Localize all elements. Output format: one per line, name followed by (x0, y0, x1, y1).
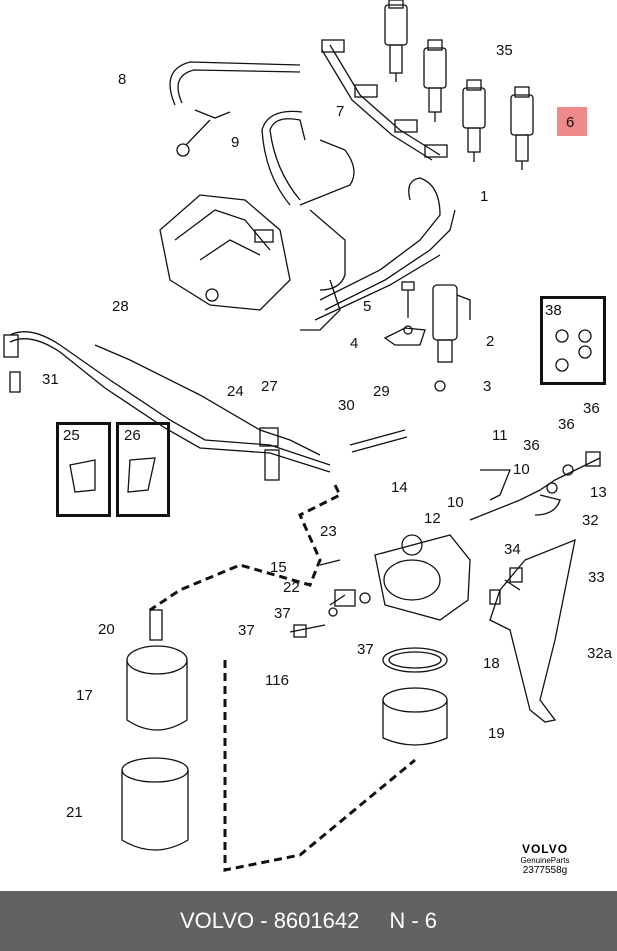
callout-5: 5 (363, 298, 372, 315)
footer-bar: VOLVO - 8601642 N - 6 (0, 891, 617, 951)
callout-27: 27 (261, 378, 278, 395)
callout-9: 9 (231, 134, 240, 151)
filter-head (289, 534, 471, 746)
callout-32: 32 (582, 512, 599, 529)
callout-30: 30 (338, 397, 355, 414)
footer-part-number: VOLVO - 8601642 (179, 908, 360, 933)
callout-18: 18 (483, 655, 500, 672)
brand-logo-text: VOLVO (521, 842, 569, 856)
callout-13: 13 (590, 484, 607, 501)
callout-20: 20 (98, 621, 115, 638)
callout-24: 24 (227, 383, 244, 400)
callout-36a: 36 (523, 437, 540, 454)
callout-25: 25 (63, 427, 80, 444)
callout-29: 29 (373, 383, 390, 400)
drawing-code: 2377558g (522, 865, 568, 876)
callout-26: 26 (124, 427, 141, 444)
callout-7: 7 (336, 103, 345, 120)
callout-34: 34 (504, 541, 521, 558)
injection-pump (159, 194, 291, 311)
callout-15: 15 (270, 559, 287, 576)
callout-4: 4 (350, 335, 359, 352)
callout-10b: 10 (513, 461, 530, 478)
callout-12: 12 (424, 510, 441, 527)
injector-4 (510, 86, 534, 170)
callout-37c: 37 (357, 641, 374, 658)
callout-10a: 10 (447, 494, 464, 511)
injector-2 (423, 39, 447, 122)
callout-1: 1 (480, 188, 489, 205)
exploded-parts-diagram (3, 0, 601, 872)
callout-37b: 37 (238, 622, 255, 639)
volvo-genuine-parts-logo: VOLVO GenuineParts 2377558g (510, 842, 580, 876)
callout-32a: 32a (587, 645, 613, 662)
detail-box-38 (540, 296, 606, 385)
injector-3 (462, 79, 486, 162)
callout-11: 11 (492, 427, 508, 444)
callout-116: 116 (265, 672, 289, 689)
callout-19: 19 (488, 725, 505, 742)
footer-callout-ref: N - 6 (389, 908, 438, 933)
callout-6: 6 (566, 114, 575, 131)
detail-box-26 (116, 422, 170, 517)
callout-23: 23 (320, 523, 337, 540)
callout-2: 2 (486, 333, 495, 350)
brand-subtitle: GenuineParts (520, 856, 570, 865)
callout-14: 14 (391, 479, 408, 496)
callout-38: 38 (545, 302, 562, 319)
callout-22: 22 (283, 579, 300, 596)
callout-8: 8 (118, 71, 127, 88)
callout-31: 31 (42, 371, 59, 388)
callout-28: 28 (112, 298, 129, 315)
callout-33: 33 (588, 569, 605, 586)
callout-3: 3 (483, 378, 492, 395)
callout-37a: 37 (274, 605, 291, 622)
callout-36c: 36 (583, 400, 600, 417)
callout-35: 35 (496, 42, 513, 59)
callout-36b: 36 (558, 416, 575, 433)
injector-1 (384, 0, 408, 82)
highlighted-part-marker (557, 107, 587, 136)
callout-21: 21 (66, 804, 83, 821)
detail-box-25 (56, 422, 111, 517)
callout-17: 17 (76, 687, 93, 704)
fuel-filter (121, 609, 189, 851)
